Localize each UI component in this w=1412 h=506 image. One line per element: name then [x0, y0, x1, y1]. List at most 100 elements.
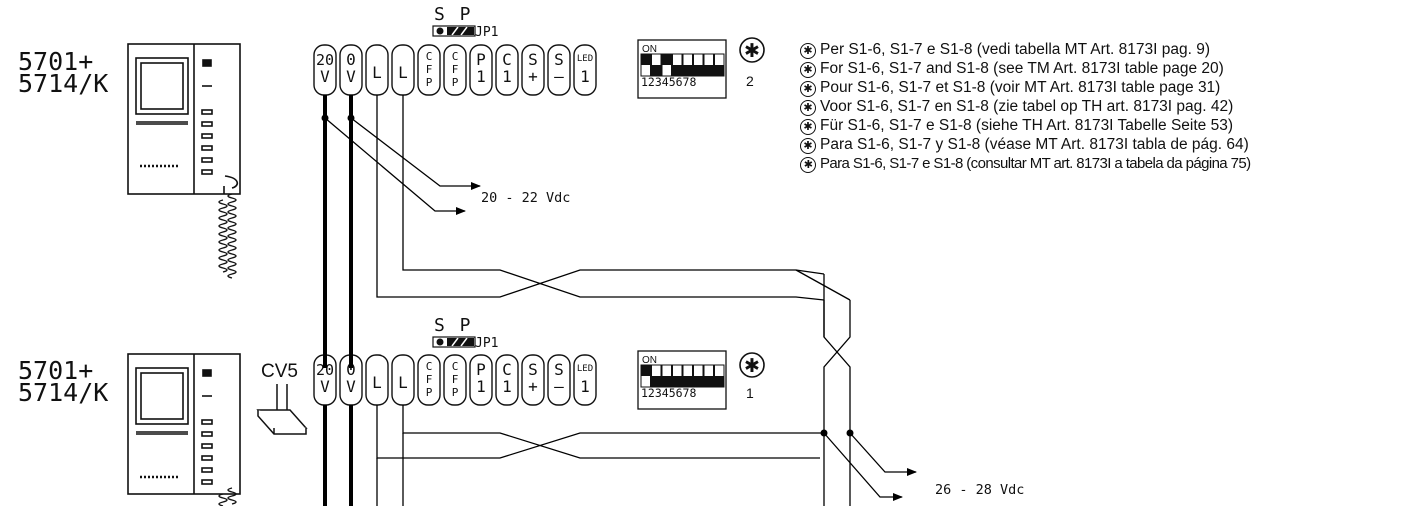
asterisk-icon: ✱	[800, 138, 816, 154]
model-label-top-line2: 5714/K	[18, 69, 108, 98]
terminal-label: C	[452, 50, 459, 63]
note-item-pt: ✱Para S1-6, S1-7 e S1-8 (consultar MT ar…	[800, 154, 1251, 173]
terminal-label: C	[426, 360, 433, 373]
terminal-cfp: CFP	[443, 44, 467, 96]
dip-switch-4	[672, 53, 683, 77]
dip-switch-3	[661, 53, 672, 77]
asterisk-icon: ✱	[800, 81, 816, 97]
asterisk-note-icon-bottom: ✱	[739, 352, 765, 378]
terminal-label: 0	[346, 360, 356, 379]
terminal-label: V	[346, 377, 356, 396]
terminal-label: P	[476, 50, 486, 69]
terminal-label: —	[554, 377, 564, 396]
jumper-sp-label-bottom: S P	[434, 315, 473, 336]
note-item-fr: ✱Pour S1-6, S1-7 et S1-8 (voir MT Art. 8…	[800, 78, 1251, 97]
terminal-label: P	[476, 360, 486, 379]
terminal-label: LED	[577, 54, 593, 64]
terminal-20v: 20V	[313, 354, 337, 406]
terminal-led1: LED 1	[573, 354, 597, 406]
terminal-cfp: CFP	[443, 354, 467, 406]
terminal-label: —	[554, 67, 564, 86]
supply-voltage-bottom: 26 - 28 Vdc	[935, 482, 1024, 498]
terminal-label: 20	[316, 51, 334, 69]
supply-voltage-top: 20 - 22 Vdc	[481, 190, 570, 206]
note-item-en: ✱For S1-6, S1-7 and S1-8 (see TM Art. 81…	[800, 59, 1251, 78]
dip-switch-1	[640, 53, 651, 77]
terminal-0v: 0V	[339, 44, 363, 96]
terminal-label: V	[346, 67, 356, 86]
dip-address-bottom: 1	[746, 385, 754, 401]
model-label-bottom-line1: 5701+	[18, 356, 93, 385]
dip-switch-3	[661, 364, 672, 388]
terminal-label: 1	[580, 377, 590, 396]
dip-switch-8	[714, 53, 725, 77]
terminal-p1: P1	[469, 354, 493, 406]
jumper-jp1-label-top: JP1	[475, 25, 498, 40]
handset-cord-bottom	[218, 487, 237, 506]
terminal-label: +	[528, 377, 538, 396]
unit-bottom: 5701+ 5714/K CV5	[18, 315, 765, 506]
asterisk-icon: ✱	[800, 157, 816, 173]
dip-switch-bottom	[637, 350, 727, 410]
unit-top: 5701+ 5714/K S P	[18, 4, 765, 279]
cv5-resistor-icon	[256, 384, 308, 435]
terminal-c1: C1	[495, 44, 519, 96]
junction-dot	[820, 429, 828, 437]
dip-switch-5	[682, 364, 693, 388]
terminal-label: F	[426, 373, 433, 386]
videophone-monitor-top	[127, 43, 241, 195]
handset-cord-top	[218, 193, 237, 279]
terminal-label: LED	[577, 364, 593, 374]
terminal-label: 1	[502, 377, 512, 396]
asterisk-icon: ✱	[800, 62, 816, 78]
dip-on-label-top: ON	[642, 44, 657, 55]
notes-list: ✱Per S1-6, S1-7 e S1-8 (vedi tabella MT …	[800, 40, 1251, 173]
terminal-sminus: S—	[547, 354, 571, 406]
videophone-monitor-bottom	[127, 353, 241, 495]
terminal-label: P	[426, 386, 433, 399]
dip-switch-2	[651, 53, 662, 77]
terminal-label: S	[554, 50, 564, 69]
dip-address-top: 2	[746, 73, 754, 89]
terminal-p1: P1	[469, 44, 493, 96]
model-label-bottom-line2: 5714/K	[18, 378, 108, 407]
terminal-label: V	[320, 67, 330, 86]
dip-switch-7	[703, 364, 714, 388]
terminal-label: S	[554, 360, 564, 379]
dip-on-label-bottom: ON	[642, 355, 657, 366]
dip-numbers-bottom: 12345678	[641, 386, 696, 400]
terminal-cfp: CFP	[417, 354, 441, 406]
terminal-l: L	[391, 354, 415, 406]
note-item-nl: ✱Voor S1-6, S1-7 en S1-8 (zie tabel op T…	[800, 97, 1251, 116]
terminal-label: 1	[502, 67, 512, 86]
terminal-label: C	[502, 50, 512, 69]
jumper-jp1-label-bottom: JP1	[475, 336, 498, 351]
terminal-label: F	[452, 373, 459, 386]
terminal-l: L	[391, 44, 415, 96]
terminal-label: P	[452, 386, 459, 399]
jumper-sp-label-top: S P	[434, 4, 473, 25]
terminal-label: L	[398, 373, 408, 392]
dip-switch-top	[637, 39, 727, 99]
terminal-splus: S+	[521, 44, 545, 96]
supply-wires-top	[324, 117, 481, 215]
asterisk-icon: ✱	[800, 100, 816, 116]
terminal-splus: S+	[521, 354, 545, 406]
terminal-label: 1	[476, 67, 486, 86]
terminal-label: L	[398, 63, 408, 82]
terminal-label: V	[320, 377, 330, 396]
terminal-label: P	[452, 76, 459, 89]
terminal-label: C	[452, 360, 459, 373]
terminal-sminus: S—	[547, 44, 571, 96]
asterisk-note-icon-top: ✱	[739, 37, 765, 63]
accessory-cv5-label: CV5	[261, 361, 298, 382]
note-item-it: ✱Per S1-6, S1-7 e S1-8 (vedi tabella MT …	[800, 40, 1251, 59]
terminal-label: P	[426, 76, 433, 89]
terminal-cfp: CFP	[417, 44, 441, 96]
jumper-jp1-bottom	[432, 336, 476, 348]
terminal-label: F	[426, 63, 433, 76]
terminal-label: L	[372, 63, 382, 82]
